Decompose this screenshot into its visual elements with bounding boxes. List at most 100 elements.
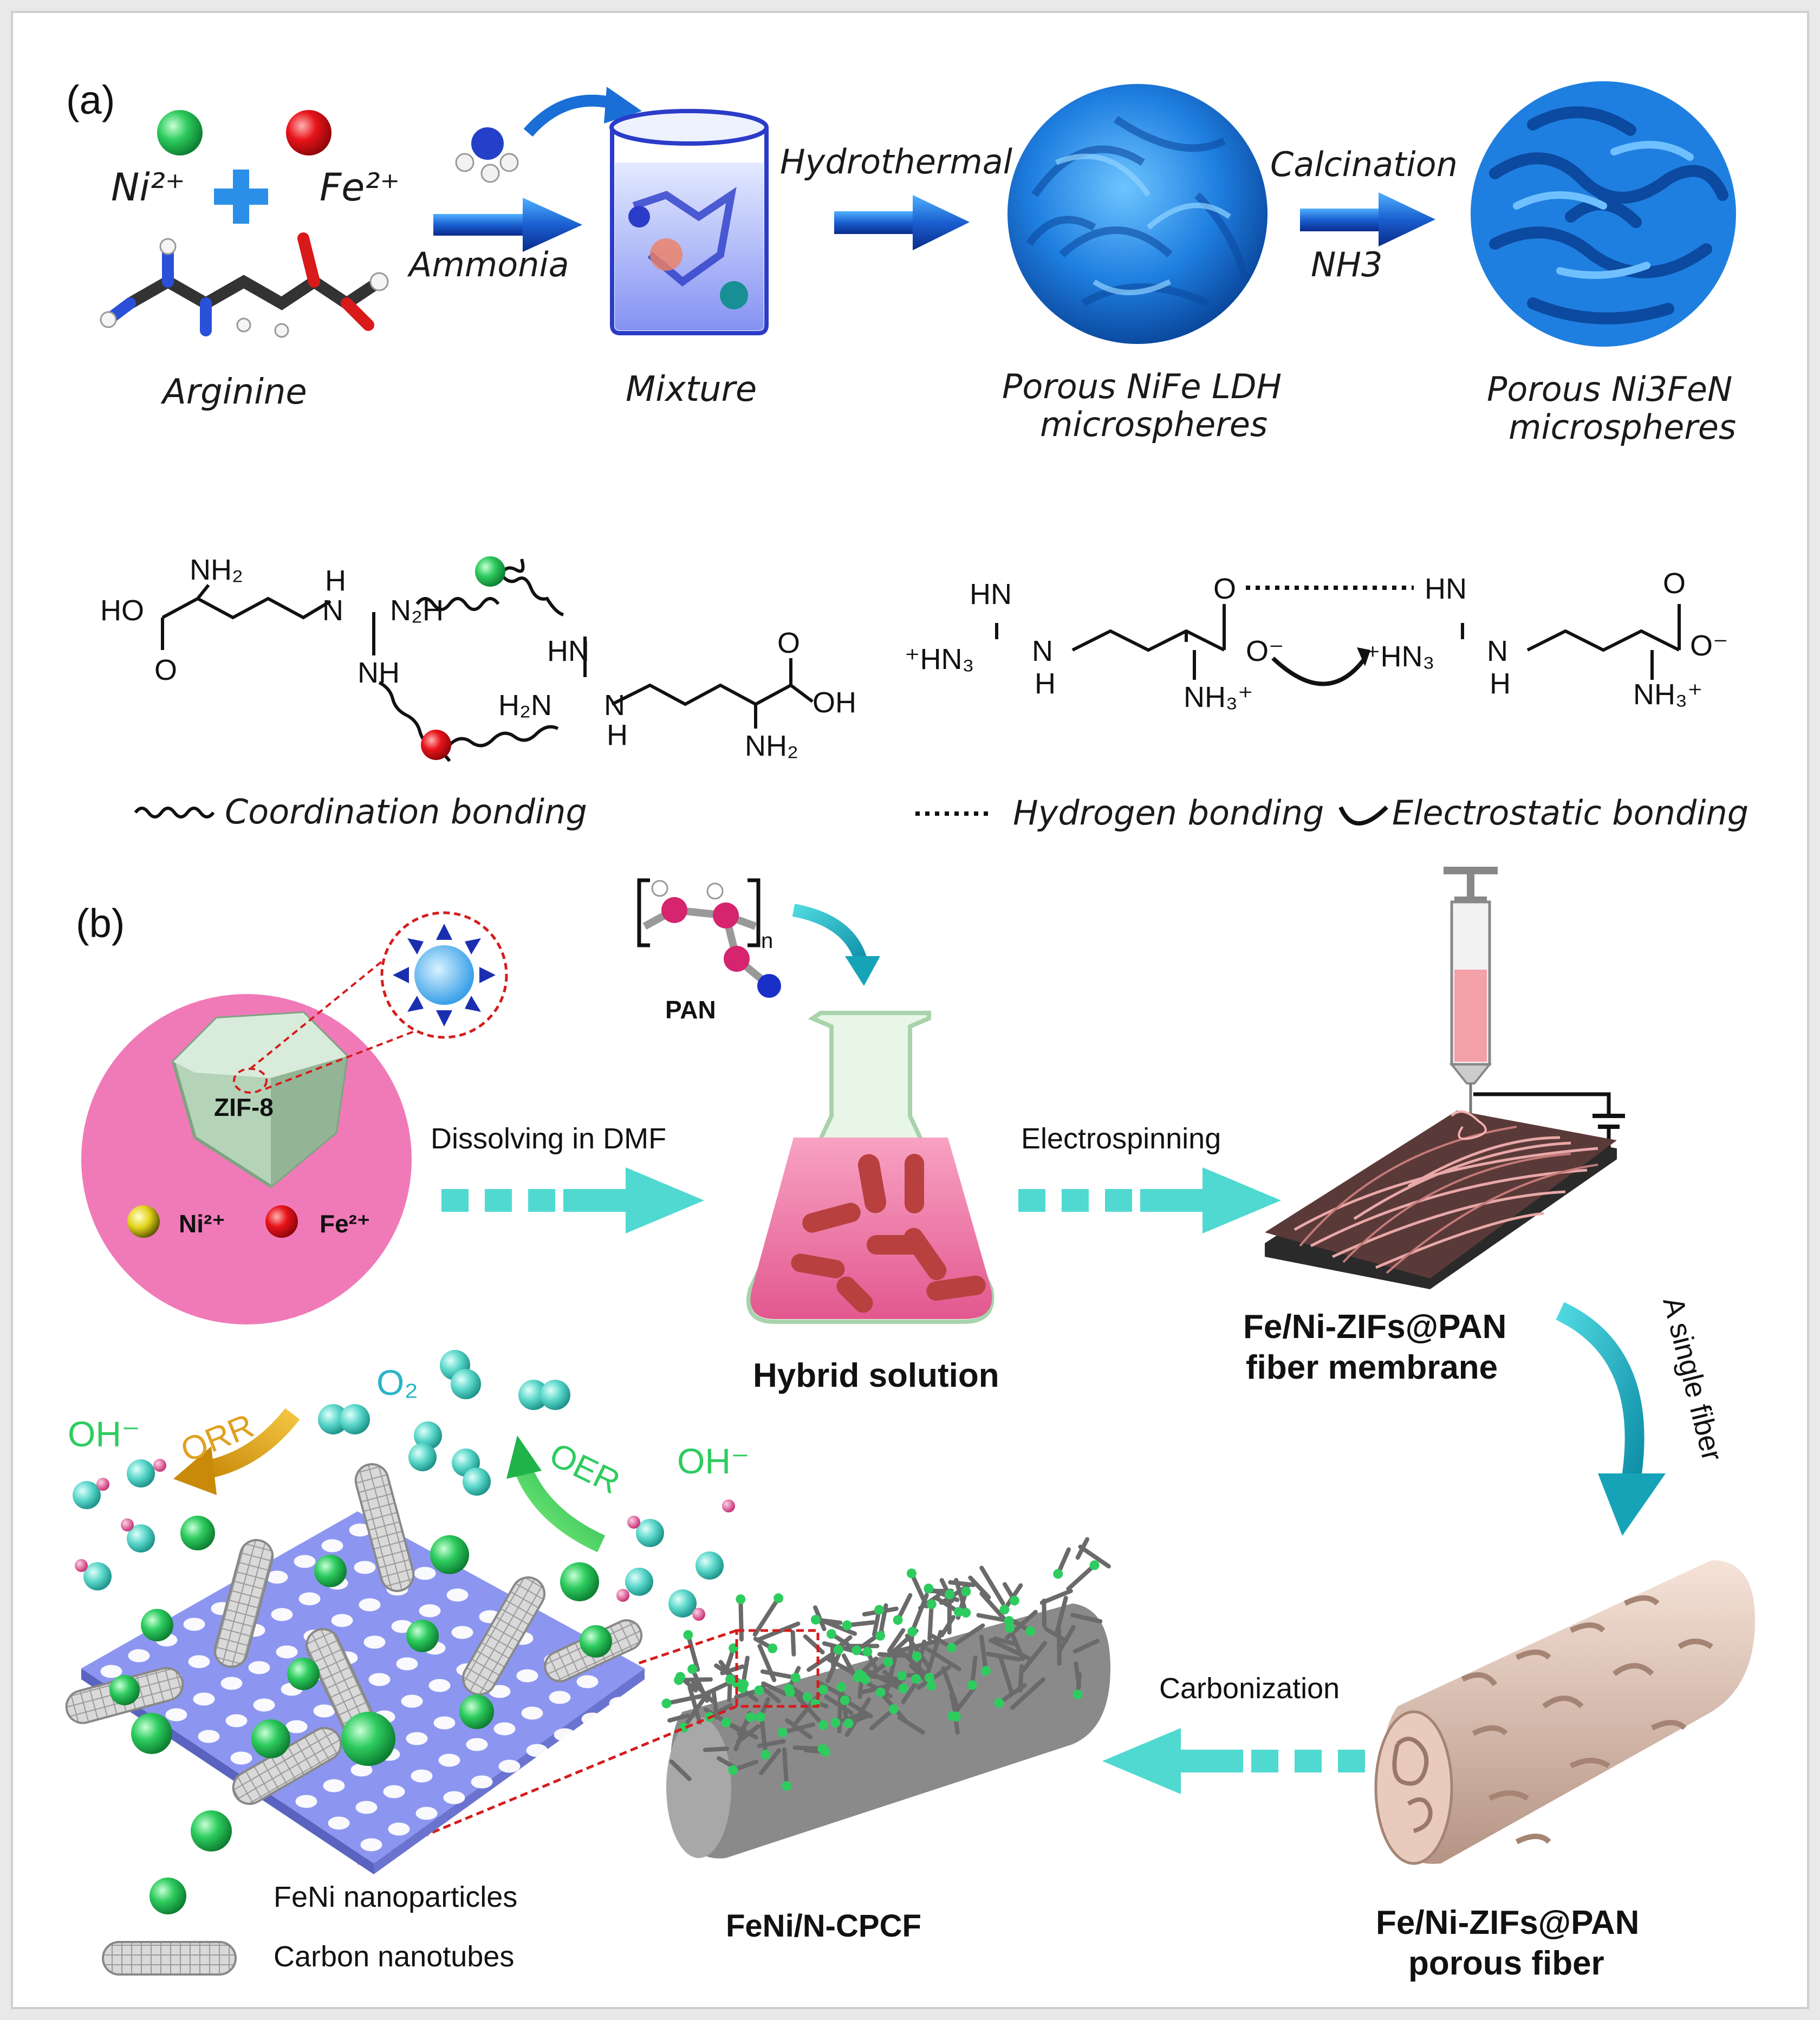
graphene-pore xyxy=(355,1801,378,1814)
ammonia-molecule xyxy=(455,127,519,183)
right-hn3-right: ⁺HN₃ xyxy=(1365,640,1435,673)
mixture-label: Mixture xyxy=(626,369,757,410)
cpcf-spike xyxy=(992,1636,1017,1646)
cpcf-particle xyxy=(924,1583,934,1594)
legend-nanoparticles: FeNi nanoparticles xyxy=(274,1881,517,1913)
graphene-pore xyxy=(521,1706,543,1720)
cpcf-particle xyxy=(820,1746,830,1757)
cpcf-particle xyxy=(1053,1569,1063,1579)
legend-nanotube-icon xyxy=(102,1941,237,1976)
left-h2n: H₂N xyxy=(498,689,552,722)
graphene-pore xyxy=(248,1661,270,1674)
ni-ion-label: Ni²⁺ xyxy=(111,165,185,210)
graphene-pore xyxy=(383,1785,405,1798)
cpcf-particle xyxy=(862,1647,873,1657)
fe-ion-label: Fe²⁺ xyxy=(320,165,400,210)
cpcf-particle xyxy=(980,1666,991,1676)
cpcf-particle xyxy=(946,1642,957,1653)
cpcf-spike xyxy=(842,1698,873,1719)
cpcf-spike xyxy=(761,1681,788,1696)
graphene-pore xyxy=(388,1822,410,1836)
cpcf-particle xyxy=(898,1684,908,1694)
left-ho: HO xyxy=(100,594,144,627)
zif8-label: ZIF-8 xyxy=(214,1093,274,1121)
right-nh3-left: NH₃⁺ xyxy=(1184,681,1253,713)
mixture-beaker xyxy=(609,109,769,335)
cpcf-particle xyxy=(1004,1616,1014,1626)
ammonia-arrow xyxy=(433,198,582,252)
cpcf-particle xyxy=(836,1682,847,1692)
cpcf-spike xyxy=(893,1639,937,1654)
graphene-pore xyxy=(294,1555,316,1568)
oer-arrowhead xyxy=(506,1436,542,1479)
cpcf-particle xyxy=(967,1680,977,1690)
cpcf-spike xyxy=(667,1713,691,1723)
arginine-label: Arginine xyxy=(160,372,307,412)
panel-a-label: (a) xyxy=(66,77,115,122)
right-hn3-left: ⁺HN₃ xyxy=(905,643,974,676)
legend-hydrogen: Hydrogen bonding xyxy=(1013,793,1324,833)
cpcf-spike xyxy=(803,1634,825,1655)
legend-nanoparticle-icon xyxy=(150,1878,186,1914)
cpcf-particle xyxy=(721,1717,731,1727)
calcination-arrow xyxy=(1300,192,1435,246)
oer-arrow xyxy=(514,1464,606,1553)
graphene-pore xyxy=(471,1775,493,1789)
hydroxide-ions xyxy=(73,1459,735,1621)
oh-right-label: OH⁻ xyxy=(677,1441,750,1481)
cpcf-spike xyxy=(998,1655,1014,1695)
dissolving-label: Dissolving in DMF xyxy=(431,1122,666,1155)
single-fiber-arrowhead xyxy=(1598,1473,1666,1536)
cpcf-particle xyxy=(883,1657,893,1667)
right-hn-right: HN xyxy=(1425,573,1467,605)
cpcf-spike xyxy=(1010,1677,1046,1710)
cpcf-particle xyxy=(893,1615,903,1625)
cpcf-spike xyxy=(752,1596,781,1637)
cpcf-particle xyxy=(760,1749,771,1759)
cpcf-particle xyxy=(907,1627,918,1637)
left-nh: NH xyxy=(358,657,400,689)
nh3-label: NH3 xyxy=(1311,245,1382,284)
pan-into-flask-arrow xyxy=(792,904,868,964)
cpcf-particle xyxy=(840,1695,850,1705)
graphene-pore xyxy=(183,1618,205,1631)
cpcf-spike xyxy=(911,1593,929,1632)
cpcf-particle xyxy=(661,1698,672,1709)
cpcf-spike xyxy=(759,1716,768,1757)
cpcf-particle xyxy=(774,1593,784,1603)
o2-label: O₂ xyxy=(376,1362,418,1402)
cpcf-fiber xyxy=(666,1603,1110,1859)
graphene-pore xyxy=(581,1712,603,1726)
left-oh: OH xyxy=(812,686,856,719)
cpcf-particle xyxy=(826,1629,836,1639)
graphene-pore xyxy=(428,1679,451,1692)
cpcf-particle xyxy=(830,1718,841,1728)
plus-icon xyxy=(214,170,268,224)
cpcf-spike xyxy=(1066,1563,1097,1592)
graphene-pore xyxy=(466,1738,488,1751)
cpcf-particle xyxy=(926,1680,937,1691)
graphene-pore xyxy=(331,1614,353,1627)
graphene-pore xyxy=(415,1807,438,1820)
cpcf-particle xyxy=(875,1687,886,1698)
fiber-membrane xyxy=(1265,1110,1617,1289)
zoom-line-bottom xyxy=(265,1028,420,1090)
cpcf-particle xyxy=(810,1615,821,1625)
electrospinning-label: Electrospinning xyxy=(1021,1122,1221,1155)
graphene-pore xyxy=(419,1604,441,1618)
nife-ldh-microsphere xyxy=(1007,84,1268,344)
graphene-pore xyxy=(350,1763,373,1777)
carbonization-label: Carbonization xyxy=(1159,1672,1340,1705)
cpcf-spike xyxy=(887,1628,906,1653)
graphene-pore xyxy=(363,1635,386,1649)
cpcf-particle xyxy=(944,1589,954,1600)
left-hn-mid: HN xyxy=(547,635,589,667)
left-o-low: O xyxy=(154,654,177,686)
cpcf-spike xyxy=(1057,1625,1076,1653)
membrane-label-line1: Fe/Ni-ZIFs@PAN xyxy=(1243,1308,1506,1346)
right-o-minus-right: O⁻ xyxy=(1690,629,1728,662)
b-ni-label: Ni²⁺ xyxy=(179,1210,225,1238)
graphene-pore xyxy=(354,1561,376,1574)
cpcf-particle xyxy=(994,1698,1004,1708)
